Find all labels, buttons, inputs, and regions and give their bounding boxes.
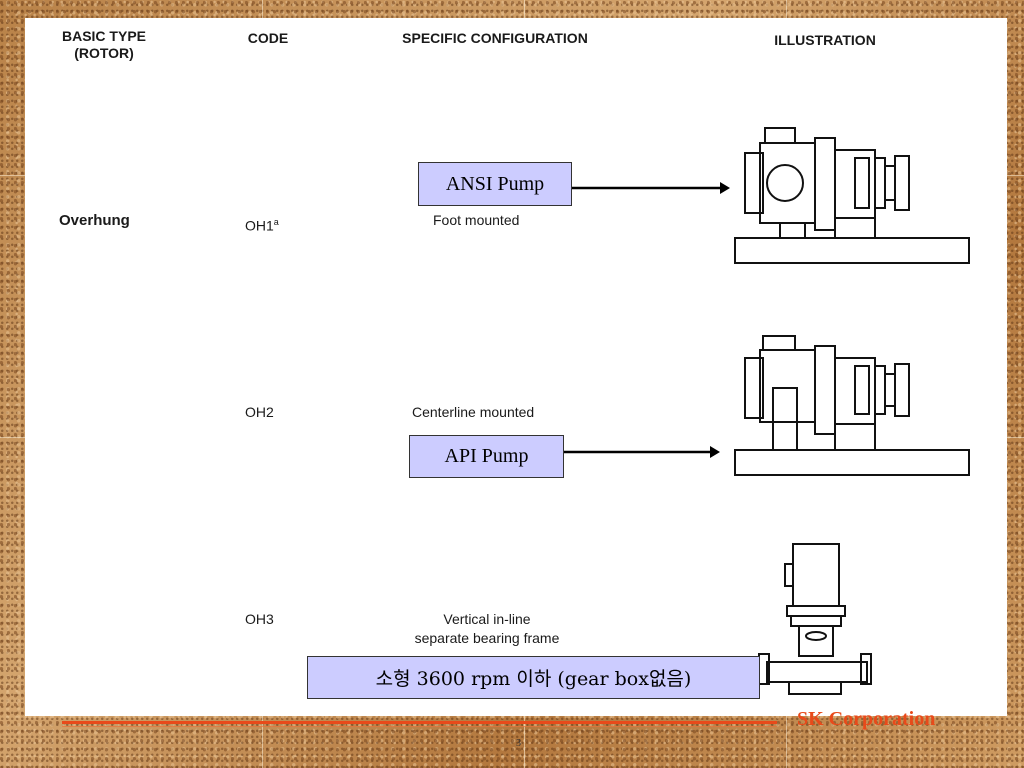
arrow-icon (572, 182, 730, 194)
footer-rule (62, 721, 777, 724)
arrow-icon (564, 446, 720, 458)
row-oh1-code: OH1a (245, 213, 279, 236)
config-line: separate bearing frame (414, 630, 560, 646)
basic-type-value: Overhung (59, 212, 130, 229)
row-oh2-config: Centerline mounted (412, 404, 535, 420)
oh2-pump-illustration (734, 335, 970, 476)
header-illustration: ILLUSTRATION (774, 32, 876, 48)
row-oh1-config: Foot mounted (433, 212, 520, 228)
header-code: CODE (247, 30, 289, 46)
company-name: SK Corporation (797, 708, 936, 730)
api-pump-callout: API Pump (409, 435, 564, 478)
pump-table-sheet: BASIC TYPE (ROTOR) CODE SPECIFIC CONFIGU… (25, 18, 1007, 716)
row-oh3-code: OH3 (245, 611, 274, 627)
row-oh3-config: Vertical in-line separate bearing frame (397, 610, 577, 648)
ansi-pump-callout: ANSI Pump (418, 162, 572, 206)
page-number: 3 (516, 738, 521, 749)
code-text: OH1 (245, 217, 274, 234)
header-basic-type-label: BASIC TYPE (61, 28, 146, 44)
code-footnote: a (273, 217, 279, 227)
footer-rule (62, 726, 777, 727)
oh3-pump-illustration (758, 543, 872, 695)
small-pump-callout: 소형 3600 rpm 이하 (gear box없음) (307, 656, 760, 699)
config-line: Vertical in-line (443, 611, 531, 627)
header-basic-type: BASIC TYPE (ROTOR) (49, 28, 159, 62)
row-oh2-code: OH2 (245, 404, 274, 420)
oh1-pump-illustration (734, 127, 970, 264)
header-config: SPECIFIC CONFIGURATION (402, 30, 588, 46)
header-basic-type-sub: (ROTOR) (74, 45, 134, 61)
